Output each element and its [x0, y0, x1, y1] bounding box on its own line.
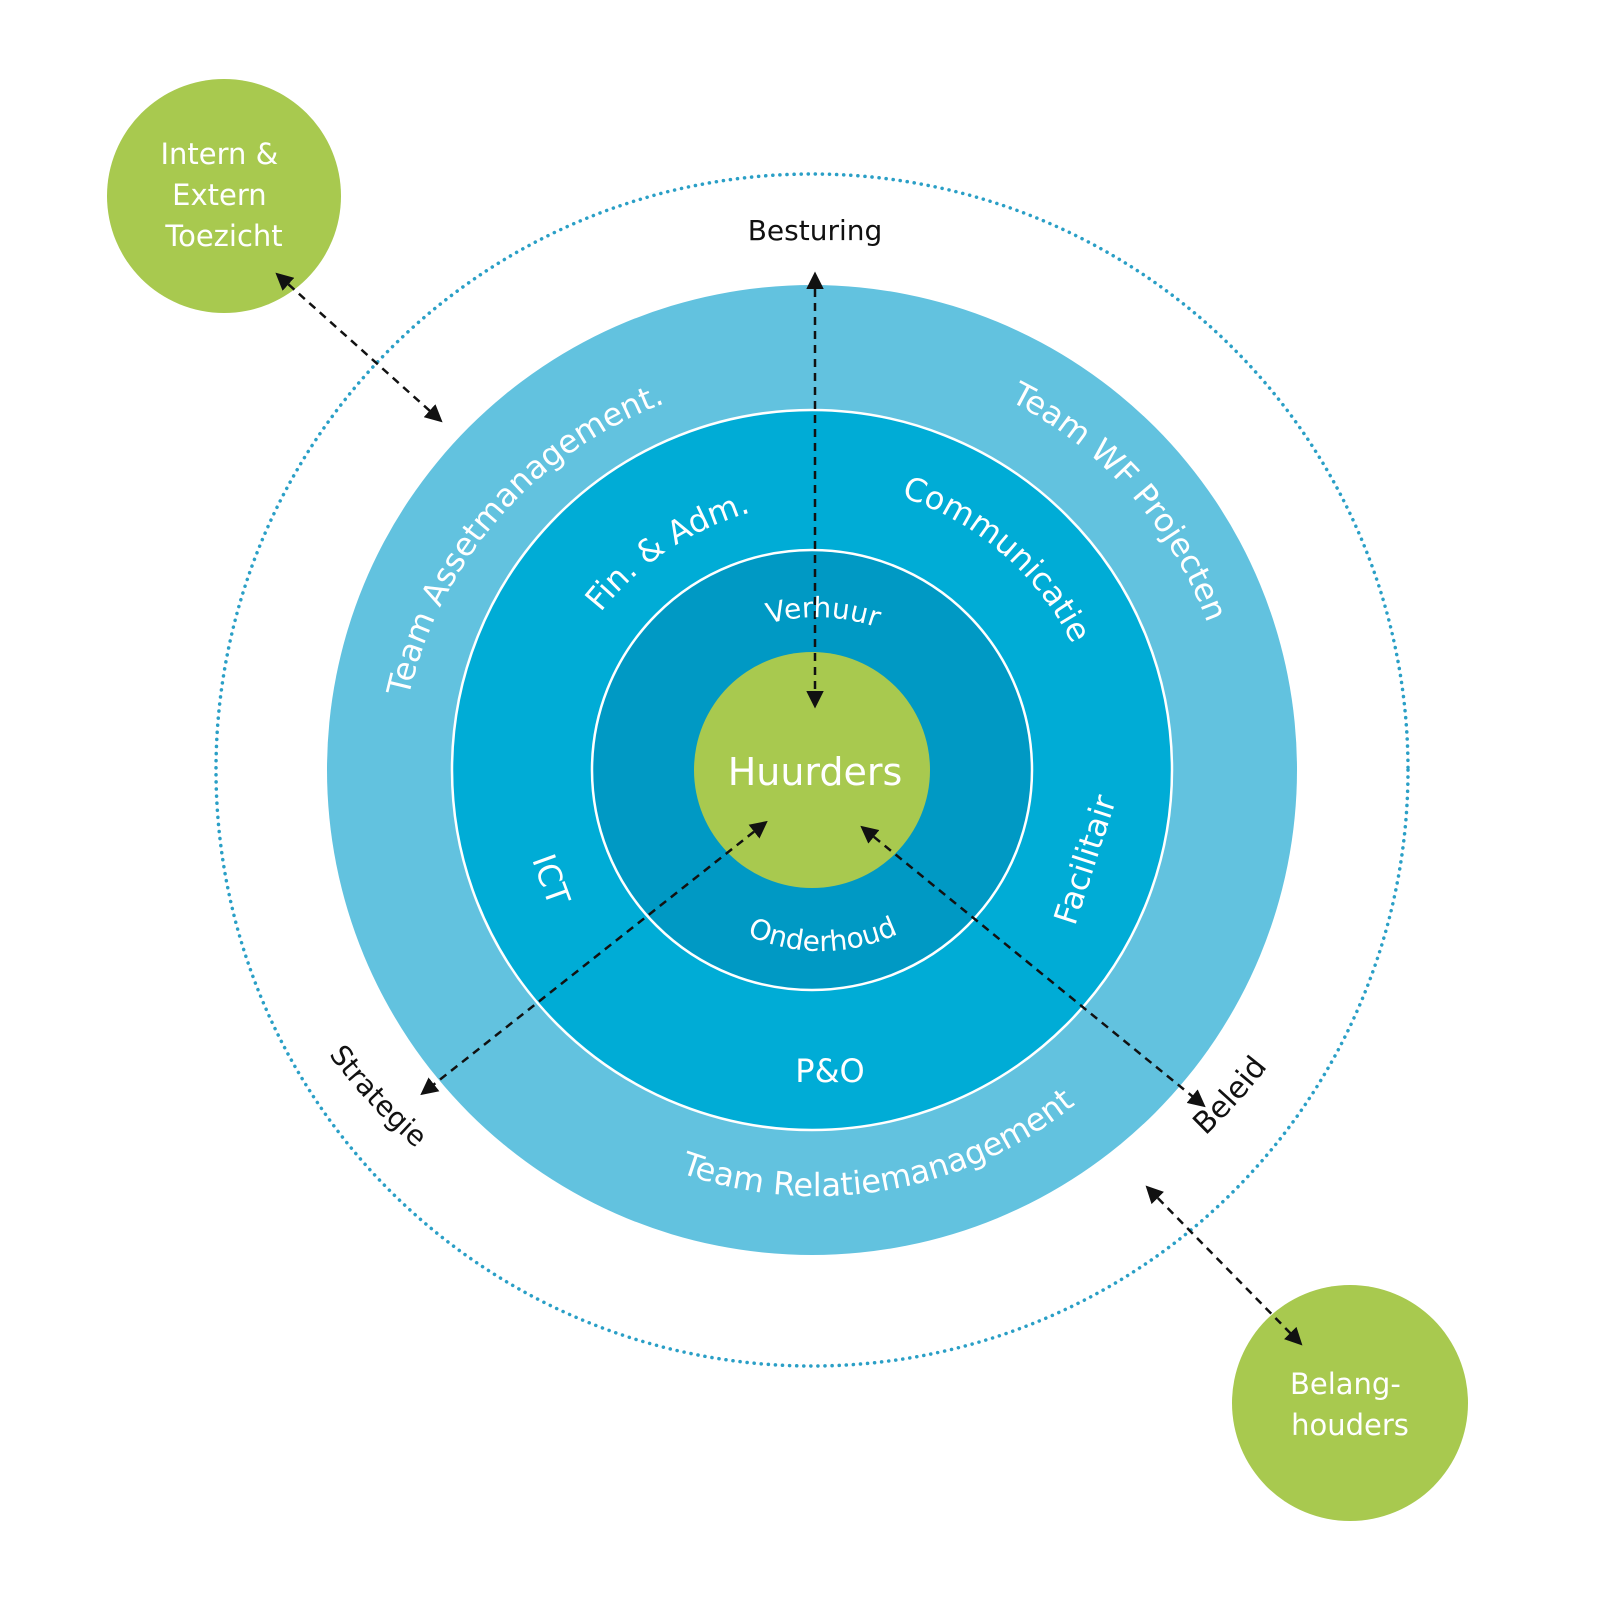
toezicht-arrow	[275, 272, 443, 423]
beleid-label: Beleid	[1186, 1050, 1274, 1142]
toezicht-label: Intern & Extern Toezicht	[161, 137, 288, 253]
belanghouders-label: Belang- houders	[1290, 1367, 1410, 1442]
center-label: Huurders	[728, 750, 903, 794]
dotted-boundary-circle	[214, 172, 1410, 1368]
strategie-arrow	[420, 820, 768, 1096]
belanghouders-circle	[1232, 1285, 1468, 1521]
beleid-arrow	[860, 825, 1206, 1108]
toezicht-circle	[107, 79, 341, 313]
besturing-label: Besturing	[748, 214, 883, 247]
belanghouders-arrow	[1145, 1185, 1303, 1346]
strategie-label: Strategie	[323, 1039, 433, 1154]
po-label: P&O	[795, 1052, 864, 1090]
